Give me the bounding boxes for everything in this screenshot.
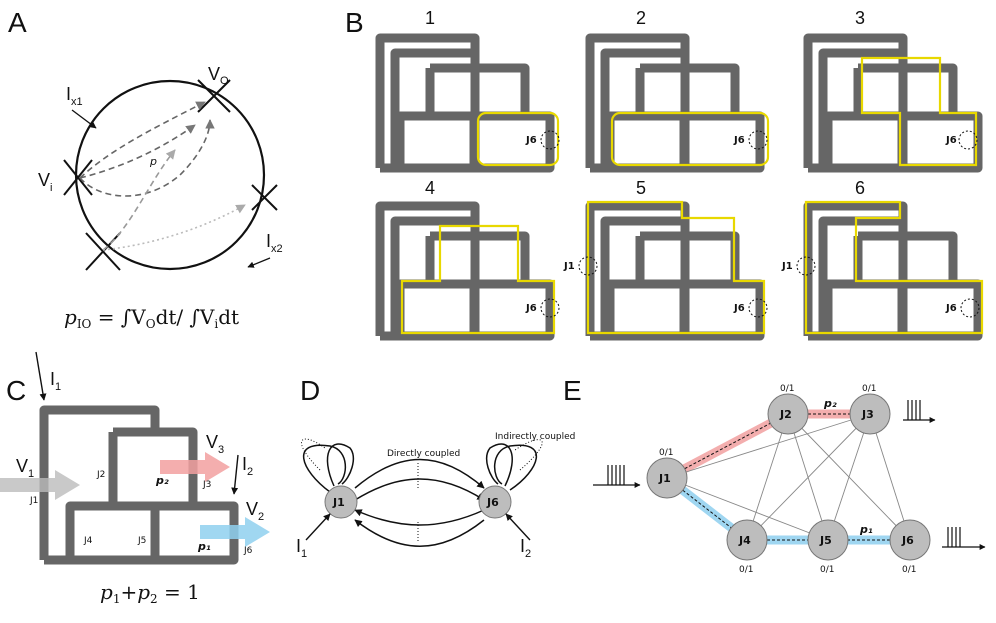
electrode-crosses xyxy=(63,79,278,271)
c-v1-label: V1 xyxy=(16,456,34,480)
b-sub-1: 1 J6 xyxy=(380,8,560,168)
b-sub-1-label: 1 xyxy=(425,8,435,28)
e-state-j1: 0/1 xyxy=(659,448,673,458)
b1-j6: J6 xyxy=(525,135,537,146)
c-v1-arrow xyxy=(0,470,80,500)
b-sub-4-label: 4 xyxy=(425,178,435,198)
e-p2: p₂ xyxy=(823,397,837,410)
c-i1-arrow xyxy=(35,351,47,401)
b6-j1: J1 xyxy=(781,261,793,272)
e-state-j4: 0/1 xyxy=(739,565,753,575)
b4-j6: J6 xyxy=(525,303,537,314)
c-i1-label: I1 xyxy=(50,369,61,393)
e-j4: J4 xyxy=(738,534,751,547)
d-j1-label: J1 xyxy=(332,496,345,509)
c-j5: J5 xyxy=(137,536,146,546)
d-j6-label: J6 xyxy=(486,496,499,509)
c-i2-label: I2 xyxy=(242,454,253,478)
c-v3-label: V3 xyxy=(206,432,224,456)
dotted-path xyxy=(102,204,246,251)
c-equation: p1+p2 = 1 xyxy=(100,580,200,606)
c-v2-label: V2 xyxy=(246,499,264,523)
c-j3: J3 xyxy=(202,480,211,490)
e-p1: p₁ xyxy=(859,523,873,536)
panel-e: E J1 xyxy=(563,375,986,575)
e-j5: J5 xyxy=(819,534,832,547)
b5-j1: J1 xyxy=(563,261,575,272)
d-edges xyxy=(302,443,538,547)
panel-e-letter: E xyxy=(563,375,582,406)
d-node-j1 xyxy=(324,485,358,519)
dashed-paths xyxy=(79,101,215,197)
b5-j6: J6 xyxy=(733,303,745,314)
e-state-j5: 0/1 xyxy=(820,565,834,575)
e-edges xyxy=(666,413,911,541)
e-j3: J3 xyxy=(861,408,874,421)
panel-d-letter: D xyxy=(300,375,320,406)
e-node-j4 xyxy=(726,519,768,561)
c-j6: J6 xyxy=(243,546,253,556)
e-j1: J1 xyxy=(658,472,671,485)
path-p-label: p xyxy=(149,155,157,168)
b-sub-2-label: 2 xyxy=(636,8,646,28)
c-p2: p₂ xyxy=(155,474,169,487)
b3-j6: J6 xyxy=(945,135,957,146)
b-sub-5: 5 J1 J6 xyxy=(563,178,768,336)
e-state-j6: 0/1 xyxy=(902,565,916,575)
panel-a-letter: A xyxy=(8,7,27,38)
e-j6: J6 xyxy=(901,534,914,547)
panel-c: C I1 I2 V1 V3 V2 J1 J2 J3 J4 J5 J6 p₂ p₁… xyxy=(0,351,270,606)
b-sub-4: 4 J6 xyxy=(380,178,560,336)
ix2-label: Ix2 xyxy=(266,231,283,255)
b-sub-2: 2 J6 xyxy=(590,8,770,168)
b-sub-3-label: 3 xyxy=(855,8,865,28)
vi-label: Vi xyxy=(38,170,52,194)
e-node-j5 xyxy=(807,519,849,561)
c-i2-arrow xyxy=(231,454,239,495)
panel-c-letter: C xyxy=(6,375,26,406)
e-node-j3 xyxy=(849,393,891,435)
dashed-paths-light xyxy=(102,149,176,251)
b-sub-6: 6 J1 J6 xyxy=(781,178,984,336)
d-indirect-label: Indirectly coupled xyxy=(495,432,575,442)
d-i2-label: I2 xyxy=(520,536,531,560)
c-j4: J4 xyxy=(83,536,93,546)
panel-d: D J1 J6 Directly coupled Indirectly coup… xyxy=(296,375,575,560)
panel-a: A p VO Vi Ix1 Ix2 pIO = ∫VOdt/ ∫Vidt xyxy=(8,7,283,331)
b6-j6: J6 xyxy=(945,303,957,314)
ix2-arrow xyxy=(247,257,271,268)
c-v2-arrow xyxy=(200,517,270,547)
formula: pIO = ∫VOdt/ ∫Vidt xyxy=(64,305,239,331)
c-j2: J2 xyxy=(96,470,105,480)
panel-b: B xyxy=(345,7,364,38)
e-node-j6 xyxy=(889,519,931,561)
domain-circle xyxy=(74,79,266,271)
d-i1-arrow xyxy=(305,513,331,541)
e-j2: J2 xyxy=(779,408,792,421)
e-node-j2 xyxy=(767,393,809,435)
b-sub-6-label: 6 xyxy=(855,178,865,198)
ix1-label: Ix1 xyxy=(66,84,83,108)
vo-label: VO xyxy=(208,64,229,87)
c-v3-arrow xyxy=(160,452,230,482)
d-direct-label: Directly coupled xyxy=(387,449,460,459)
ix1-arrow xyxy=(71,109,97,129)
b-sub-5-label: 5 xyxy=(636,178,646,198)
d-i2-arrow xyxy=(505,513,531,541)
d-i1-label: I1 xyxy=(296,536,307,560)
e-spikes xyxy=(593,400,986,550)
b2-j6: J6 xyxy=(733,135,745,146)
e-nodes xyxy=(646,393,931,561)
e-node-j1 xyxy=(646,457,688,499)
c-p1: p₁ xyxy=(197,540,211,553)
c-j1: J1 xyxy=(29,496,38,506)
panel-b-letter: B xyxy=(345,7,364,38)
b-sub-3: 3 J6 xyxy=(808,8,978,168)
e-state-j3: 0/1 xyxy=(862,384,876,394)
e-state-j2: 0/1 xyxy=(780,384,794,394)
d-node-j6 xyxy=(478,485,512,519)
